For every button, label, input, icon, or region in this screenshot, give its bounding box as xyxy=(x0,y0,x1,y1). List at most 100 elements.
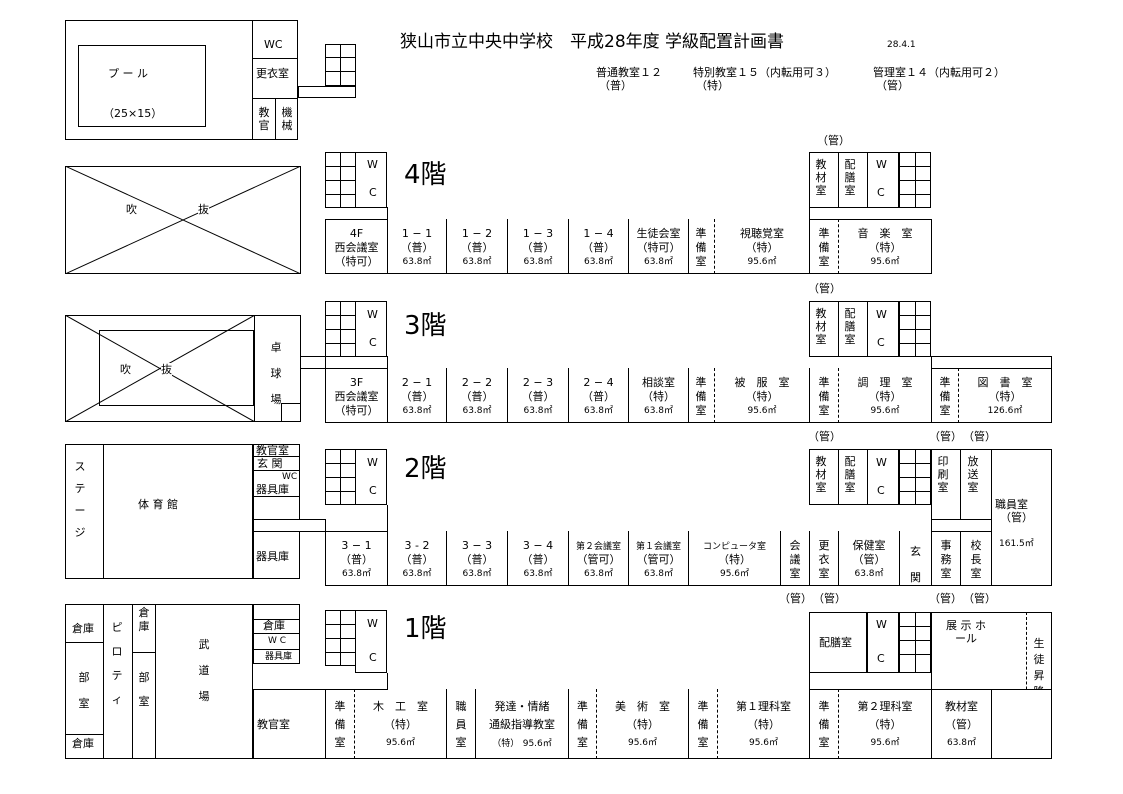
room-2-1: 2 − 1（普）63.8㎡ xyxy=(400,376,434,416)
summary-regular: 普通教室１２ xyxy=(596,66,662,79)
wc-4f-west-label-c: C xyxy=(369,186,377,199)
gym-storage-2: 器具庫 xyxy=(256,550,289,563)
room-1-1: 1 − 1（普）63.8㎡ xyxy=(400,227,434,267)
room-2-3: 2 − 3（普）63.8㎡ xyxy=(521,376,555,416)
room-3f-junbi-1: 準備室 xyxy=(695,376,707,417)
wc-1f-east-label-w: W xyxy=(876,618,887,631)
room-science-2: 第２理科室（特）95.6㎡ xyxy=(857,700,913,748)
corridor-4f xyxy=(387,207,810,220)
room-3f-junbi-2: 準備室 xyxy=(818,376,830,417)
print-room-label: 印刷室 xyxy=(937,455,949,494)
atrium-3f-label2: 抜 xyxy=(161,363,172,376)
bridge-2f xyxy=(253,519,326,532)
staff-room-area: 161.5㎡ xyxy=(999,539,1034,549)
haizen-4f xyxy=(838,152,868,208)
storage-2: 倉庫 xyxy=(72,737,94,750)
summary-admin: 管理室１４（内転用可２） xyxy=(873,66,1005,79)
atrium-3f-label1: 吹 xyxy=(120,363,131,376)
wc-3f-east-label-w: W xyxy=(876,308,887,321)
pool-corridor xyxy=(298,86,356,98)
budo-hall: 武道場 xyxy=(198,638,210,703)
material-4f-label: 教材室 xyxy=(815,158,827,197)
page-title: 狭山市立中央中学校 平成28年度 学級配置計画書 xyxy=(400,32,785,52)
storage-1: 倉庫 xyxy=(72,622,94,635)
broadcast-room xyxy=(960,449,992,520)
wc-4f-east xyxy=(867,152,899,208)
room-1f-junbi-4: 準備室 xyxy=(818,700,830,749)
wc-2f-east-label-w: W xyxy=(876,456,887,469)
broadcast-room-label: 放送室 xyxy=(967,455,979,494)
corridor-3f-end xyxy=(931,356,1052,369)
staff-room xyxy=(991,449,1052,586)
gym-wc: WC xyxy=(282,472,298,482)
room-art: 美 術 室（特）95.6㎡ xyxy=(615,700,670,748)
kan-4f: （管） xyxy=(817,134,850,147)
room-material-1f: 教材室（管）63.8㎡ xyxy=(945,700,978,748)
wc-1f-east-label-c: C xyxy=(877,652,885,665)
room-counseling: 相談室（特）63.8㎡ xyxy=(642,376,675,416)
gym-annex xyxy=(253,444,300,579)
room-2-4: 2 − 4（普）63.8㎡ xyxy=(582,376,615,416)
wc-1f-west-label-c: C xyxy=(369,651,377,664)
room-library: 図 書 室（特）126.6㎡ xyxy=(977,376,1033,416)
piloti: ピロティ xyxy=(111,621,123,706)
material-2f-label: 教材室 xyxy=(815,455,827,494)
haizen-2f-label: 配膳室 xyxy=(844,455,856,494)
gym-storage-1: 器具庫 xyxy=(256,483,289,496)
material-2f xyxy=(809,449,839,505)
pool-label: プ ー ル xyxy=(108,67,148,80)
room-special-support: 発達・情緒通級指導教室（特） 95.6㎡ xyxy=(489,700,555,749)
summary-regular-sub: （普） xyxy=(599,79,632,92)
wc-3f-west xyxy=(355,301,387,357)
storage-4: 倉庫 xyxy=(263,619,285,632)
room-1f-junbi-1: 準備室 xyxy=(334,700,346,749)
corridor-1f xyxy=(387,673,810,690)
club-room-2: 部室 xyxy=(138,671,150,708)
date-label: 28.4.1 xyxy=(887,40,916,50)
exhibition-hall xyxy=(931,612,1052,690)
wc-1f-east xyxy=(867,612,899,673)
floor-2-label: 2階 xyxy=(404,454,447,484)
club-room-1: 部室 xyxy=(78,671,90,710)
room-1f-junbi-3: 準備室 xyxy=(697,700,709,749)
wc-4f-east-label-w: W xyxy=(876,158,887,171)
kan-2f-office: （管） xyxy=(929,592,962,605)
room-clothing: 被 服 室（特）95.6㎡ xyxy=(734,376,790,416)
material-4f xyxy=(809,152,839,208)
wc-2f-east xyxy=(867,449,899,505)
room-computer: コンピュータ室（特）95.6㎡ xyxy=(702,542,766,579)
room-meeting-1: 第１会議室（管可）63.8㎡ xyxy=(635,542,681,579)
wc-2f-west-label-w: W xyxy=(367,456,378,469)
staff-room-kan: （管） xyxy=(1000,511,1033,524)
pool-size: （25×15） xyxy=(103,107,163,120)
room-health: 保健室（管）63.8㎡ xyxy=(852,539,886,579)
pool-wc: WC xyxy=(264,38,283,51)
kan-2f-principal: （管） xyxy=(963,592,996,605)
floor-4-label: 4階 xyxy=(404,160,447,190)
gym-entrance: 玄 関 xyxy=(257,457,283,470)
kan-2f-broadcast: （管） xyxy=(963,430,996,443)
wc-4f-west xyxy=(355,152,387,208)
wc-3f-east-label-c: C xyxy=(877,336,885,349)
bridge-3f xyxy=(300,356,326,369)
room-science-1: 第１理科室（特）95.6㎡ xyxy=(736,700,791,748)
floor-1-label: 1階 xyxy=(404,614,447,644)
floor-3-label: 3階 xyxy=(404,311,447,341)
room-conference: 会議室 xyxy=(789,539,801,580)
wc-1f-west-label-w: W xyxy=(367,617,378,630)
corridor-2f xyxy=(387,505,932,532)
summary-special-sub: （特） xyxy=(696,79,729,92)
table-tennis: 卓球場 xyxy=(270,341,282,406)
atrium-4f-cross xyxy=(65,166,301,274)
room-3-3: 3 − 3（普）63.8㎡ xyxy=(460,539,494,579)
room-office: 事務室 xyxy=(940,539,952,580)
summary-admin-sub: （管） xyxy=(876,79,909,92)
wc-3f-west-label-w: W xyxy=(367,308,378,321)
gymnasium xyxy=(65,444,253,579)
wc-3f-west-label-c: C xyxy=(369,336,377,349)
staff-room-label: 職員室 xyxy=(995,498,1028,511)
kan-2f-conf: （管） xyxy=(779,592,812,605)
stairs-3f-gym xyxy=(281,403,301,422)
room-woodwork: 木 工 室（特）95.6㎡ xyxy=(373,700,428,748)
